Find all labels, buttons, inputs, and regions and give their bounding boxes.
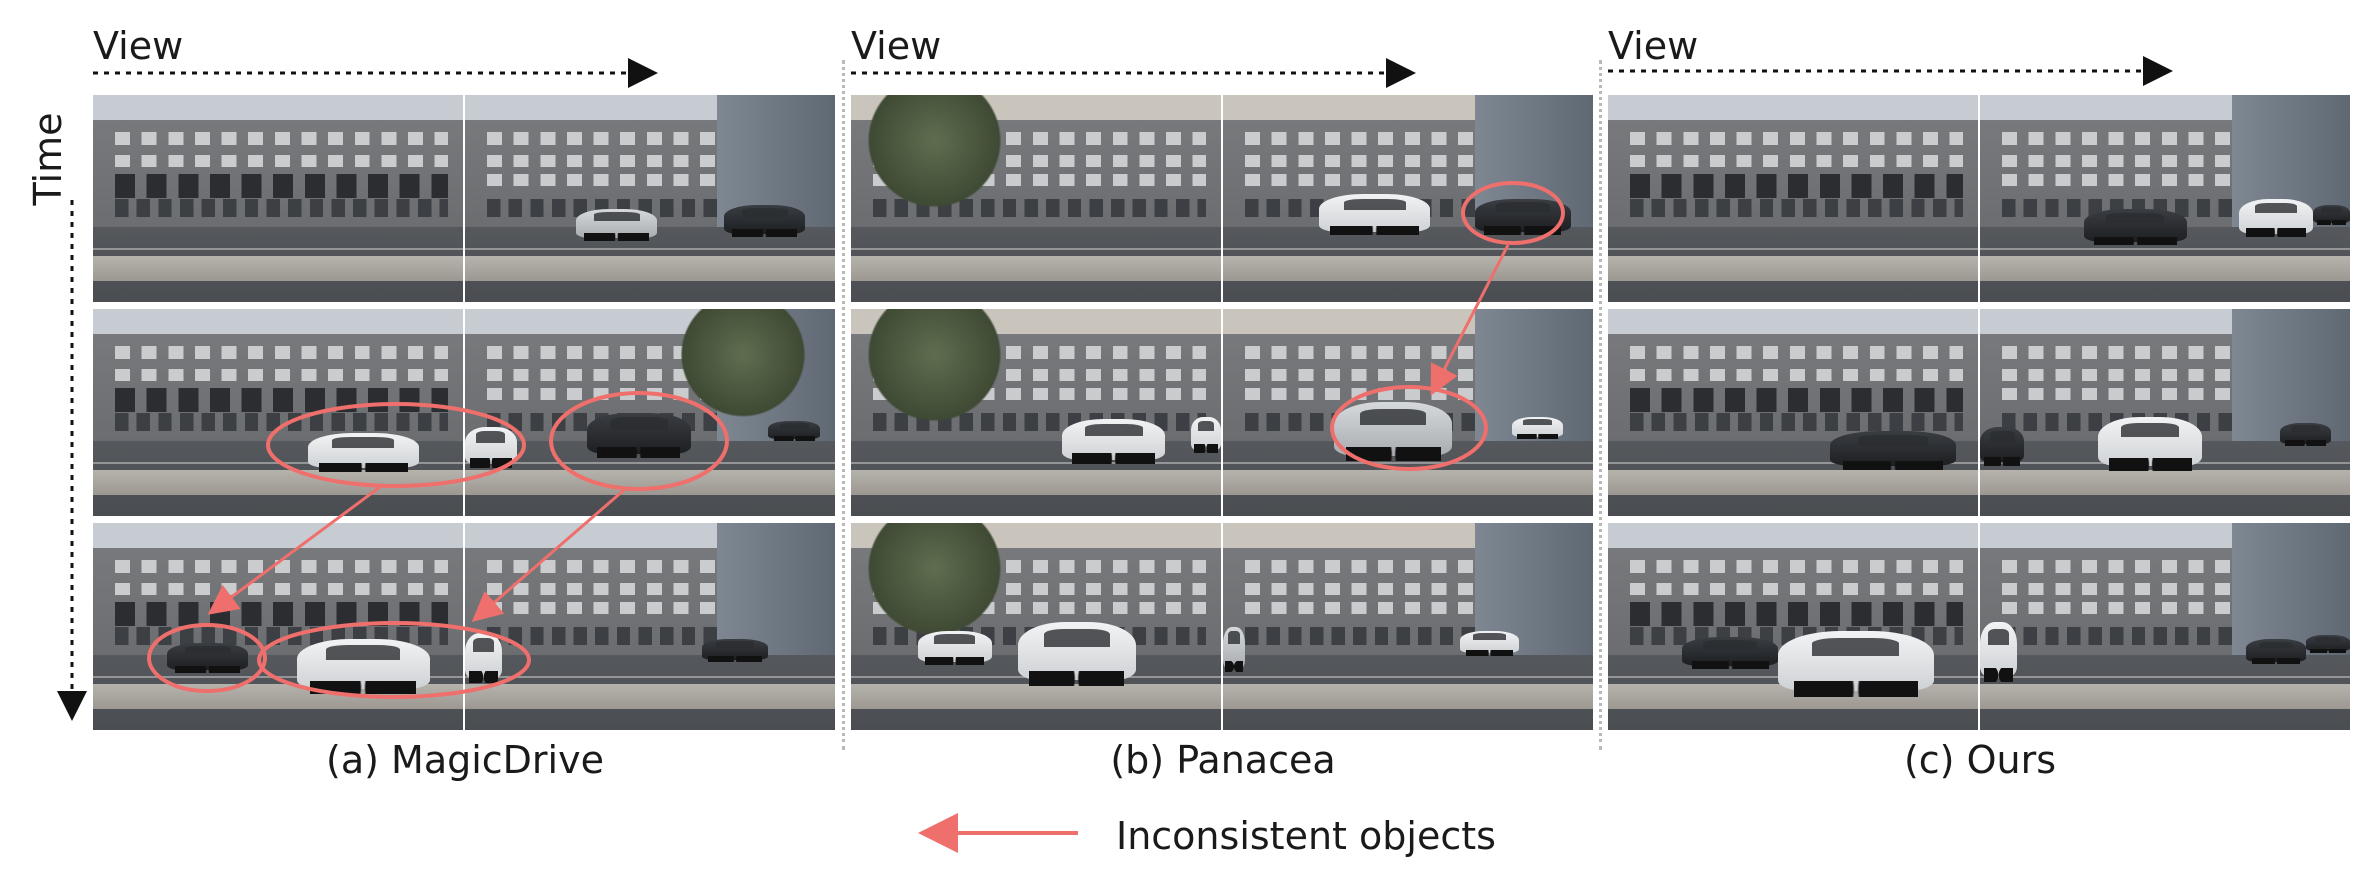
car bbox=[701, 638, 769, 662]
frame-panacea-t2-v1 bbox=[851, 309, 1221, 516]
car bbox=[1334, 402, 1453, 462]
car bbox=[1511, 416, 1564, 440]
frame-ours-t2-v1 bbox=[1608, 309, 1978, 516]
car bbox=[2083, 208, 2188, 246]
panel-divider-2 bbox=[1599, 60, 1602, 750]
car bbox=[768, 420, 821, 441]
frame-magicdrive-t3-v2 bbox=[465, 523, 835, 730]
car bbox=[2246, 638, 2306, 664]
frame-panacea-t3-v1 bbox=[851, 523, 1221, 730]
frame-magicdrive-t1-v2 bbox=[465, 95, 835, 302]
frame-panacea-t1-v1 bbox=[851, 95, 1221, 302]
frame-ours-t3-v1 bbox=[1608, 523, 1978, 730]
car bbox=[1830, 431, 1956, 471]
car bbox=[1980, 426, 2025, 466]
frame-ours-t3-v2 bbox=[1980, 523, 2350, 730]
frame-magicdrive-t1-v1 bbox=[93, 95, 463, 302]
car bbox=[465, 632, 502, 683]
frame-ours-t1-v1 bbox=[1608, 95, 1978, 302]
car bbox=[1223, 626, 1246, 673]
caption-magicdrive: (a) MagicDrive bbox=[326, 738, 604, 782]
car bbox=[2279, 422, 2332, 446]
car bbox=[1459, 630, 1519, 656]
car bbox=[296, 638, 430, 694]
frame-ours-t2-v2 bbox=[1980, 309, 2350, 516]
car bbox=[1319, 194, 1431, 236]
frame-magicdrive-t2-v2 bbox=[465, 309, 835, 516]
frame-magicdrive-t2-v1 bbox=[93, 309, 463, 516]
frame-panacea-t1-v2 bbox=[1223, 95, 1593, 302]
car bbox=[2239, 198, 2313, 238]
car bbox=[1980, 622, 2017, 682]
car bbox=[1191, 416, 1221, 454]
car bbox=[1061, 418, 1166, 465]
car bbox=[2313, 204, 2350, 225]
legend-label: Inconsistent objects bbox=[1116, 814, 1496, 858]
time-axis-label: Time bbox=[26, 112, 70, 206]
car bbox=[1017, 622, 1136, 687]
view-axis-label-b: View bbox=[851, 24, 942, 68]
panel-divider-1 bbox=[842, 60, 845, 750]
frame-ours-t1-v2 bbox=[1980, 95, 2350, 302]
car bbox=[465, 426, 517, 469]
car bbox=[917, 630, 992, 665]
car bbox=[587, 412, 691, 459]
caption-ours: (c) Ours bbox=[1903, 738, 2057, 782]
caption-panacea: (b) Panacea bbox=[1110, 738, 1336, 782]
frame-panacea-t3-v2 bbox=[1223, 523, 1593, 730]
frame-panacea-t2-v2 bbox=[1223, 309, 1593, 516]
car bbox=[307, 433, 419, 473]
car bbox=[1778, 630, 1934, 697]
car bbox=[167, 643, 249, 673]
car bbox=[1474, 198, 1571, 236]
car bbox=[576, 208, 658, 241]
car bbox=[2098, 416, 2202, 471]
car bbox=[1682, 636, 1779, 669]
view-axis-label-a: View bbox=[93, 24, 184, 68]
car bbox=[724, 204, 806, 237]
view-axis-label-c: View bbox=[1608, 24, 1699, 68]
frame-magicdrive-t3-v1 bbox=[93, 523, 463, 730]
car bbox=[2305, 634, 2350, 653]
